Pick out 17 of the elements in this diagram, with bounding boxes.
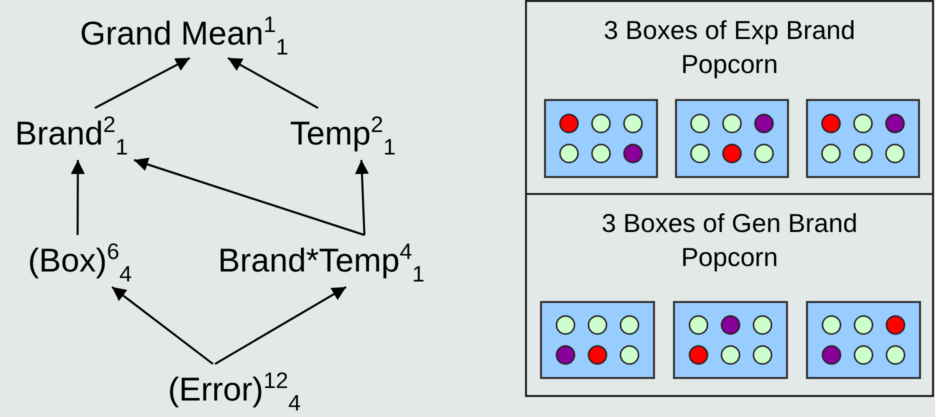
arrow [354,160,369,236]
arrow [70,160,85,235]
arrow [227,57,319,109]
arrow [94,57,190,109]
panel [525,0,934,195]
tray-box [673,301,788,379]
arrow [214,286,347,365]
panel-heading: 3 Boxes of Gen Brand Popcorn [600,207,858,274]
tray-box [806,301,921,379]
arrow [111,286,214,365]
panel [525,193,934,397]
tray-box [544,99,658,178]
panel-heading: 3 Boxes of Exp Brand Popcorn [602,14,856,81]
tray-box [806,99,920,178]
tray-box [540,301,655,379]
tray-box [675,99,789,178]
arrow [134,158,365,236]
